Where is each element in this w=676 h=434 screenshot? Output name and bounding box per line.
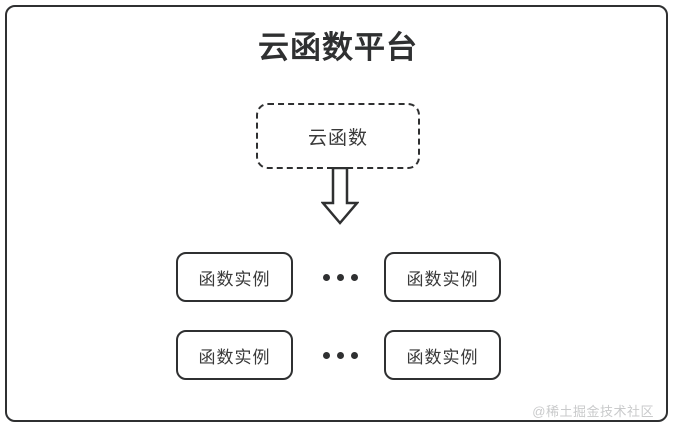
- cloud-function-node: 云函数: [256, 103, 420, 169]
- function-instance-box: 函数实例: [176, 330, 293, 380]
- arrow-down-icon: [320, 166, 360, 225]
- ellipsis-dot: [336, 273, 344, 281]
- ellipsis-dot: [350, 351, 358, 359]
- ellipsis-dot: [322, 273, 330, 281]
- ellipsis-dot: [336, 351, 344, 359]
- cloud-function-label: 云函数: [307, 127, 368, 149]
- function-instance-box: 函数实例: [384, 252, 501, 302]
- instance-row: 函数实例 函数实例: [0, 252, 676, 302]
- watermark: @稀土掘金技术社区: [532, 404, 654, 419]
- ellipsis-icon: [316, 330, 364, 380]
- function-instance-box: 函数实例: [384, 330, 501, 380]
- function-instance-label: 函数实例: [406, 347, 479, 367]
- instance-row: 函数实例 函数实例: [0, 330, 676, 380]
- function-instance-label: 函数实例: [406, 269, 479, 289]
- ellipsis-dot: [322, 351, 330, 359]
- ellipsis-dot: [350, 273, 358, 281]
- function-instance-label: 函数实例: [198, 269, 271, 289]
- page-title: 云函数平台: [258, 30, 418, 65]
- ellipsis-icon: [316, 252, 364, 302]
- function-instance-label: 函数实例: [198, 347, 271, 367]
- function-instance-box: 函数实例: [176, 252, 293, 302]
